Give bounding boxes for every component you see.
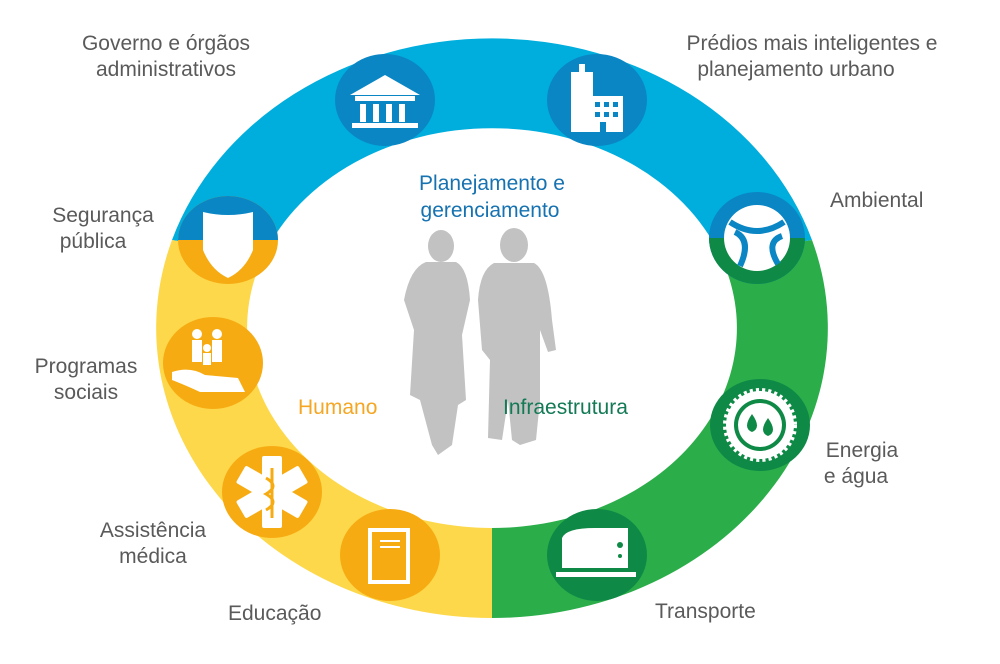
label-education: Educação: [228, 602, 321, 625]
medical-star-icon: [222, 446, 322, 538]
label-transport: Transporte: [655, 600, 756, 623]
label-environment: Ambiental: [830, 189, 923, 212]
energy-water-icon: [710, 379, 810, 471]
label-social-1: Programas: [35, 355, 138, 378]
label-health-2: médica: [119, 545, 187, 568]
ring-segment-planning: [172, 38, 812, 255]
label-energy-2: e água: [824, 465, 889, 488]
family-hand-icon: [163, 317, 263, 409]
label-buildings-2: planejamento urbano: [697, 58, 894, 81]
train-icon: [547, 509, 647, 601]
label-government-2: administrativos: [96, 58, 236, 81]
police-badge-icon: [178, 196, 278, 284]
infrastructure-title: Infraestrutura: [503, 396, 628, 419]
government-building-icon: [335, 54, 435, 146]
label-social-2: sociais: [54, 381, 118, 404]
planning-title-line2: gerenciamento: [421, 199, 560, 222]
label-health-1: Assistência: [100, 519, 207, 542]
label-buildings-1: Prédios mais inteligentes e: [687, 32, 938, 55]
environment-icon: [709, 192, 805, 284]
label-government-1: Governo e órgãos: [82, 32, 250, 55]
book-icon: [340, 509, 440, 601]
office-building-icon: [547, 54, 647, 146]
human-title: Humano: [298, 396, 377, 419]
planning-title-line1: Planejamento e: [419, 172, 565, 195]
label-security-2: pública: [60, 230, 127, 253]
people-silhouettes: [404, 228, 556, 455]
label-security-1: Segurança: [52, 204, 154, 227]
label-energy-1: Energia: [826, 439, 899, 462]
